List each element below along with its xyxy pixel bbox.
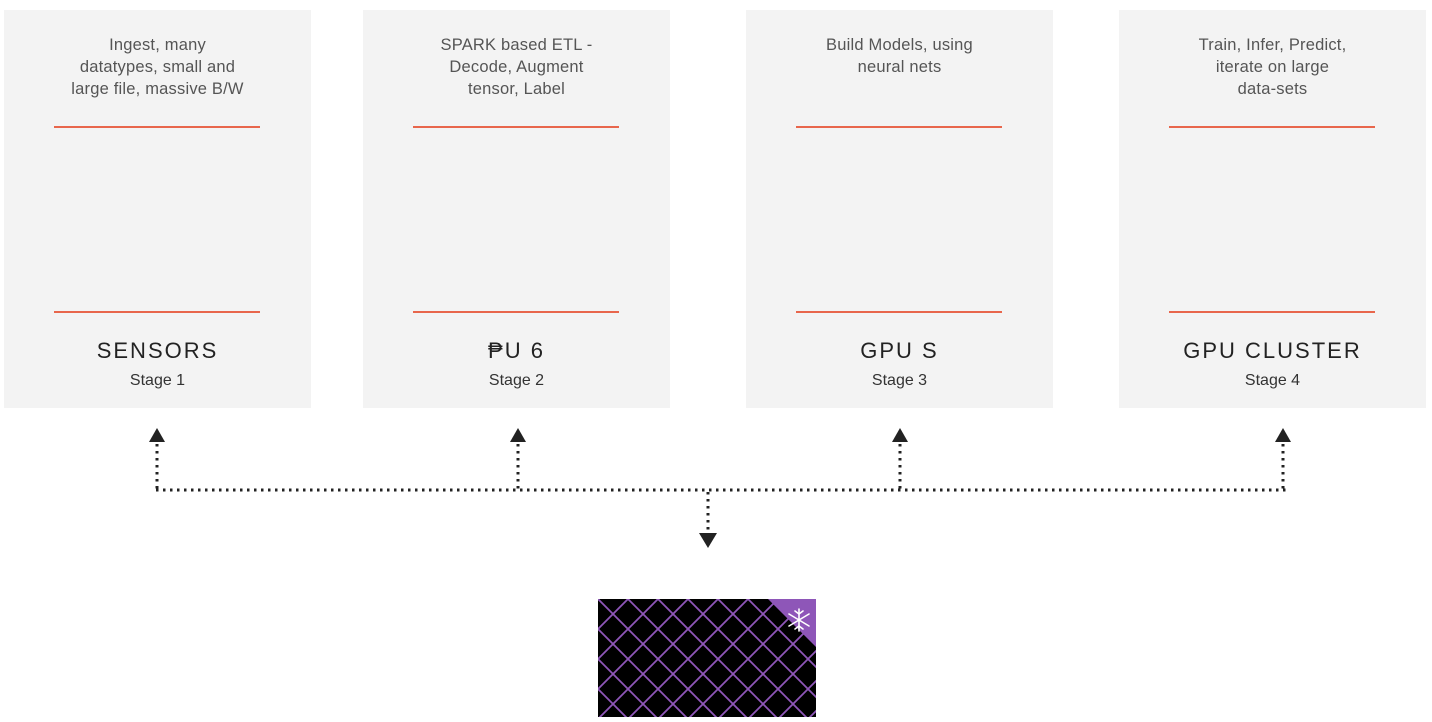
arrow-up-icon bbox=[510, 428, 526, 442]
divider-bottom bbox=[413, 311, 619, 313]
stage-description: SPARK based ETL - Decode, Augment tensor… bbox=[363, 34, 670, 100]
description-line: Ingest, many bbox=[109, 36, 206, 54]
stage-description: Ingest, many datatypes, small and large … bbox=[4, 34, 311, 100]
stage-card-2: SPARK based ETL - Decode, Augment tensor… bbox=[363, 10, 670, 408]
crosshatch-storage-logo-icon bbox=[598, 599, 816, 717]
divider-top bbox=[796, 126, 1002, 128]
logo-corner bbox=[768, 599, 816, 647]
description-line: data-sets bbox=[1237, 80, 1308, 98]
divider-bottom bbox=[1169, 311, 1375, 313]
description-line: SPARK based ETL - bbox=[440, 36, 593, 54]
stage-name: GPU S bbox=[860, 338, 939, 363]
arrow-up-icon bbox=[149, 428, 165, 442]
divider-top bbox=[54, 126, 260, 128]
description-line: Build Models, using bbox=[826, 36, 973, 54]
stage-card-4: Train, Infer, Predict, iterate on large … bbox=[1119, 10, 1426, 408]
divider-top bbox=[1169, 126, 1375, 128]
arrow-down-icon bbox=[699, 533, 717, 548]
description-line: datatypes, small and bbox=[79, 58, 236, 76]
description-line: tensor, Label bbox=[467, 80, 566, 98]
stage-card-1: Ingest, many datatypes, small and large … bbox=[4, 10, 311, 408]
divider-top bbox=[413, 126, 619, 128]
divider-bottom bbox=[54, 311, 260, 313]
crosshatch-pattern bbox=[598, 599, 816, 717]
arrow-up-icon bbox=[1275, 428, 1291, 442]
stage-description: Train, Infer, Predict, iterate on large … bbox=[1119, 34, 1426, 100]
stage-card-3: Build Models, using neural nets GPU S St… bbox=[746, 10, 1053, 408]
stage-description: Build Models, using neural nets bbox=[746, 34, 1053, 78]
description-line: iterate on large bbox=[1215, 58, 1330, 76]
description-line: Train, Infer, Predict, bbox=[1198, 36, 1347, 54]
arrow-up-icon bbox=[892, 428, 908, 442]
snowflake-mark-icon bbox=[788, 608, 810, 632]
description-line: neural nets bbox=[857, 58, 942, 76]
stage-name: GPU CLUSTER bbox=[1183, 338, 1362, 363]
description-line: Decode, Augment bbox=[449, 58, 584, 76]
stage-name: SENSORS bbox=[96, 338, 219, 363]
stage-label: Stage 3 bbox=[871, 372, 928, 389]
description-line: large file, massive B/W bbox=[71, 80, 244, 98]
stage-label: Stage 4 bbox=[1244, 372, 1301, 389]
stage-name: ₱U 6 bbox=[488, 338, 545, 363]
stage-label: Stage 2 bbox=[488, 372, 545, 389]
divider-bottom bbox=[796, 311, 1002, 313]
stage-label: Stage 1 bbox=[129, 372, 186, 389]
